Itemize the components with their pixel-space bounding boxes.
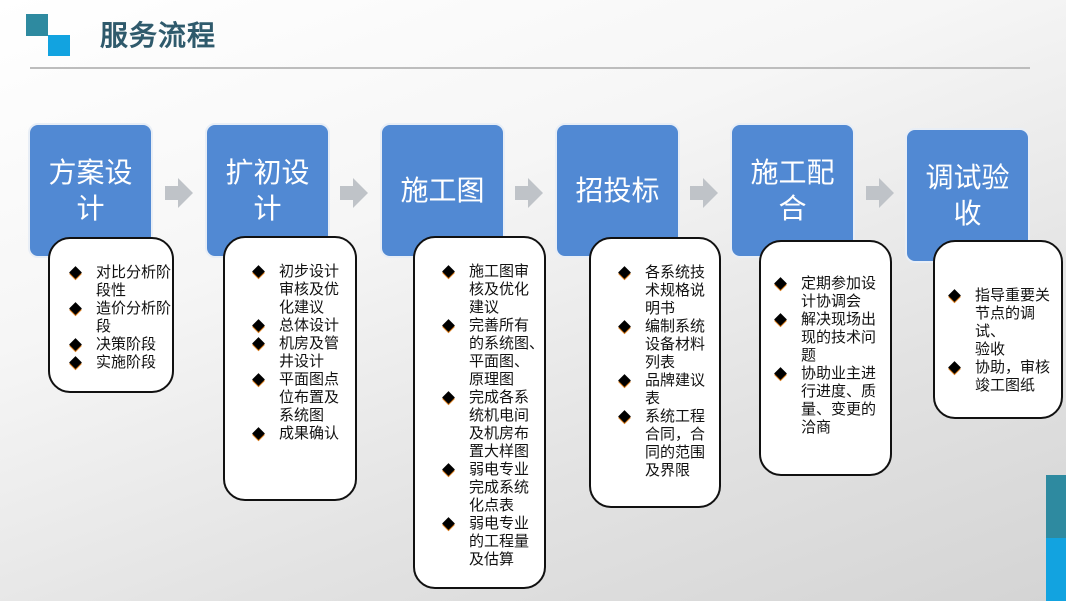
logo-square-teal — [26, 14, 48, 36]
list-item-text: 指导重要关 节点的调试、 验收 — [975, 286, 1051, 358]
list-item-text: 编制系统 设备材料 列表 — [645, 317, 706, 371]
list-item: 协助，审核 竣工图纸 — [941, 358, 1061, 394]
list-item-text: 完成各系 统机电间 及机房布 置大样图 — [469, 388, 530, 460]
diamond-bullet-icon — [252, 319, 265, 332]
list-item: 完成各系 统机电间 及机房布 置大样图 — [435, 388, 544, 460]
list-item: 弱电专业 完成系统 化点表 — [435, 460, 544, 514]
chevron-right-icon — [340, 178, 368, 208]
list-item-text: 系统工程 合同，合 同的范围 及界限 — [645, 407, 706, 479]
diamond-bullet-icon — [774, 313, 787, 326]
list-item: 指导重要关 节点的调试、 验收 — [941, 286, 1061, 358]
list-item-text: 初步设计 审核及优 化建议 — [279, 262, 340, 316]
diamond-bullet-icon — [618, 320, 631, 333]
list-item: 初步设计 审核及优 化建议 — [245, 262, 339, 316]
list-item: 弱电专业 的工程量 及估算 — [435, 514, 544, 568]
diamond-bullet-icon — [252, 265, 265, 278]
list-item-text: 实施阶段 — [96, 353, 157, 371]
list-item: 定期参加设 计协调会 — [767, 274, 876, 310]
list-item-text: 造价分析阶 段 — [96, 299, 172, 335]
list-item-text: 定期参加设 计协调会 — [801, 274, 877, 310]
list-item: 编制系统 设备材料 列表 — [611, 317, 705, 371]
diamond-bullet-icon — [948, 361, 961, 374]
step-box-4: 招投标 — [555, 123, 680, 258]
list-item-text: 解决现场出 现的技术问 题 — [801, 310, 877, 364]
list-item: 系统工程 合同，合 同的范围 及界限 — [611, 407, 705, 479]
diamond-bullet-icon — [252, 373, 265, 386]
diamond-bullet-icon — [69, 302, 82, 315]
list-item: 对比分析阶 段性 — [62, 263, 171, 299]
list-item-text: 弱电专业 完成系统 化点表 — [469, 460, 530, 514]
step-detail-card-3: 施工图审 核及优化 建议完善所有 的系统图、 平面图、 原理图完成各系 统机电间… — [413, 236, 546, 589]
list-item: 解决现场出 现的技术问 题 — [767, 310, 876, 364]
chevron-right-icon — [866, 178, 894, 208]
chevron-right-icon — [515, 178, 543, 208]
step-detail-card-2: 初步设计 审核及优 化建议总体设计机房及管 井设计平面图点 位布置及 系统图成果… — [223, 236, 357, 501]
diamond-bullet-icon — [618, 266, 631, 279]
list-item: 机房及管 井设计 — [245, 334, 339, 370]
list-item-text: 各系统技 术规格说 明书 — [645, 263, 706, 317]
diamond-bullet-icon — [69, 338, 82, 351]
list-item-text: 施工图审 核及优化 建议 — [469, 262, 530, 316]
diamond-bullet-icon — [442, 463, 455, 476]
title-divider — [30, 67, 1030, 69]
diamond-bullet-icon — [252, 337, 265, 350]
list-item-text: 协助，审核 竣工图纸 — [975, 358, 1051, 394]
list-item: 成果确认 — [245, 424, 339, 442]
diamond-bullet-icon — [774, 367, 787, 380]
diamond-bullet-icon — [442, 517, 455, 530]
step-box-5: 施工配 合 — [730, 123, 855, 258]
diamond-bullet-icon — [69, 266, 82, 279]
list-item: 实施阶段 — [62, 353, 171, 371]
logo-square-blue — [48, 35, 70, 56]
corner-bar-blue — [1046, 538, 1066, 601]
diamond-bullet-icon — [252, 427, 265, 440]
list-item: 各系统技 术规格说 明书 — [611, 263, 705, 317]
list-item: 平面图点 位布置及 系统图 — [245, 370, 339, 424]
list-item-text: 对比分析阶 段性 — [96, 263, 172, 299]
list-item-text: 平面图点 位布置及 系统图 — [279, 370, 340, 424]
diamond-bullet-icon — [69, 356, 82, 369]
list-item-text: 品牌建议 表 — [645, 371, 706, 407]
diamond-bullet-icon — [774, 277, 787, 290]
list-item: 施工图审 核及优化 建议 — [435, 262, 544, 316]
list-item: 品牌建议 表 — [611, 371, 705, 407]
step-detail-card-4: 各系统技 术规格说 明书编制系统 设备材料 列表品牌建议 表系统工程 合同，合 … — [589, 237, 721, 508]
list-item-text: 决策阶段 — [96, 335, 157, 353]
chevron-right-icon — [165, 178, 193, 208]
list-item-text: 弱电专业 的工程量 及估算 — [469, 514, 530, 568]
list-item-text: 总体设计 — [279, 316, 340, 334]
step-detail-card-6: 指导重要关 节点的调试、 验收协助，审核 竣工图纸 — [933, 240, 1063, 419]
list-item-text: 成果确认 — [279, 424, 340, 442]
page-title: 服务流程 — [100, 19, 217, 52]
chevron-right-icon — [690, 178, 718, 208]
diamond-bullet-icon — [442, 391, 455, 404]
diamond-bullet-icon — [442, 265, 455, 278]
list-item: 总体设计 — [245, 316, 339, 334]
diamond-bullet-icon — [618, 374, 631, 387]
corner-bar-teal — [1046, 475, 1066, 538]
list-item: 造价分析阶 段 — [62, 299, 171, 335]
diamond-bullet-icon — [618, 410, 631, 423]
list-item-text: 协助业主进 行进度、质 量、变更的 洽商 — [801, 364, 877, 436]
step-box-1: 方案设 计 — [28, 123, 153, 258]
diamond-bullet-icon — [948, 289, 961, 302]
list-item: 完善所有 的系统图、 平面图、 原理图 — [435, 316, 544, 388]
list-item-text: 完善所有 的系统图、 平面图、 原理图 — [469, 316, 545, 388]
step-detail-card-5: 定期参加设 计协调会解决现场出 现的技术问 题协助业主进 行进度、质 量、变更的… — [759, 240, 892, 476]
diamond-bullet-icon — [442, 319, 455, 332]
step-detail-card-1: 对比分析阶 段性造价分析阶 段决策阶段实施阶段 — [48, 237, 174, 393]
step-box-3: 施工图 — [380, 123, 505, 258]
list-item: 决策阶段 — [62, 335, 171, 353]
list-item: 协助业主进 行进度、质 量、变更的 洽商 — [767, 364, 876, 436]
list-item-text: 机房及管 井设计 — [279, 334, 340, 370]
